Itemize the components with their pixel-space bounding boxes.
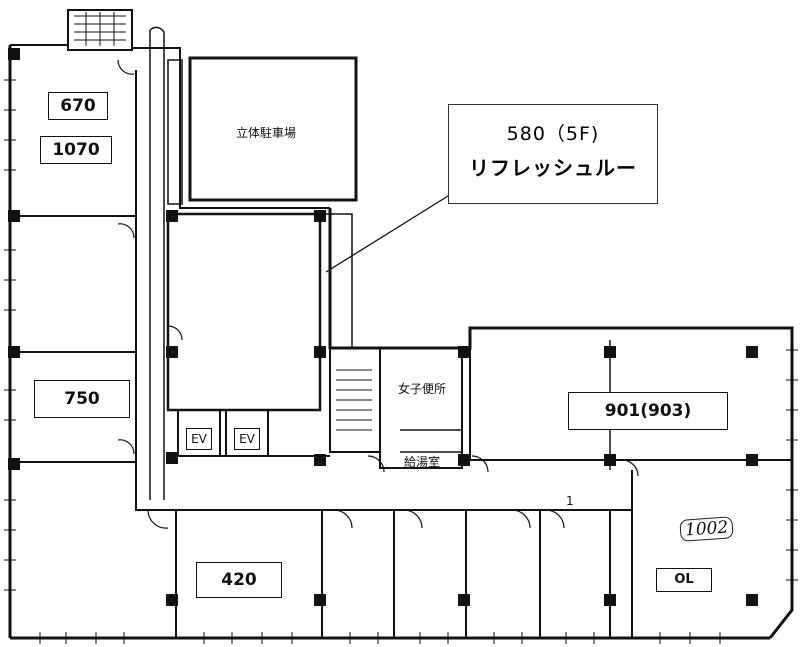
room-label-420: 420 bbox=[196, 562, 282, 598]
parking-label: 立体駐車場 bbox=[236, 126, 297, 140]
callout-box: 580（5F) リフレッシュルー bbox=[448, 104, 658, 204]
room-label-670: 670 bbox=[48, 92, 108, 120]
room-label-1070: 1070 bbox=[40, 136, 112, 164]
kitchen-label: 給湯室 bbox=[404, 455, 441, 469]
elevator-label-1: EV bbox=[186, 428, 212, 450]
callout-leader bbox=[325, 195, 449, 273]
central-core bbox=[166, 212, 322, 412]
room-label-ol: OL bbox=[656, 568, 712, 592]
room-label-1002-handwritten: 1002 bbox=[679, 516, 734, 542]
corridor-mark: 1 bbox=[566, 494, 574, 508]
womens-toilet-label: 女子便所 bbox=[398, 382, 447, 396]
stair-tower bbox=[67, 9, 133, 51]
room-label-750: 750 bbox=[34, 380, 130, 418]
callout-subtitle: リフレッシュルー bbox=[469, 156, 637, 180]
parking-area bbox=[188, 56, 358, 202]
wc-block bbox=[379, 347, 463, 469]
elevator-label-2: EV bbox=[234, 428, 260, 450]
callout-title: 580（5F) bbox=[506, 123, 600, 145]
room-label-901: 901(903) bbox=[568, 392, 728, 430]
